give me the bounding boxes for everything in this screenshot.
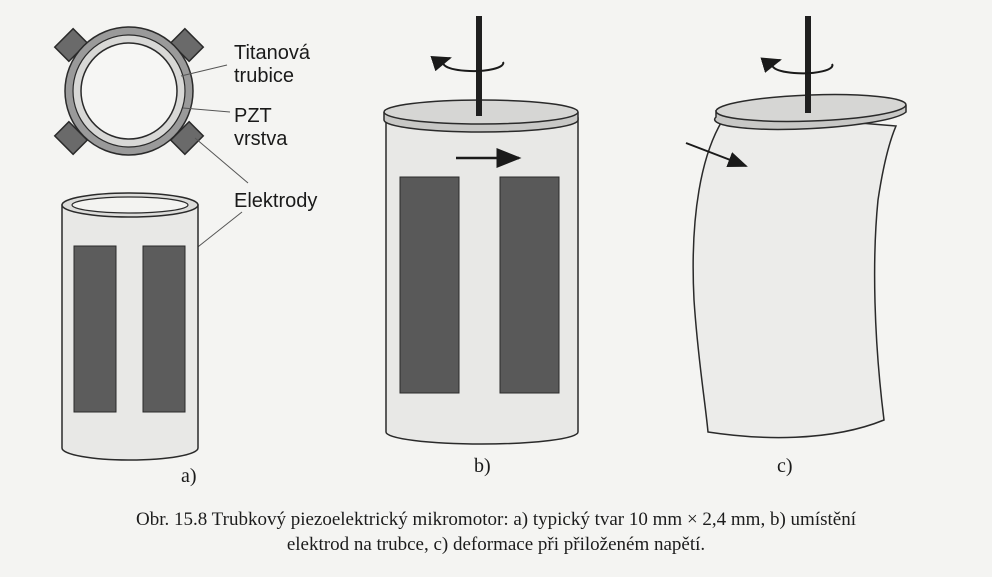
panel-label-c: c) [777, 455, 793, 477]
tube-deformed [692, 111, 898, 439]
electrode-large-right [499, 176, 560, 394]
tube-small [61, 192, 199, 461]
label-electrodes: Elektrody [234, 190, 317, 212]
label-titanium-tube-line1: Titanová [234, 42, 311, 64]
panel-label-b: b) [474, 455, 491, 477]
label-titanium-tube-line2: trubice [234, 65, 294, 87]
tube-top-view [53, 26, 205, 156]
figure-caption: Obr. 15.8 Trubkový piezoelektrický mikro… [0, 507, 992, 557]
tube-large [385, 117, 579, 445]
caption-line-1: Obr. 15.8 Trubkový piezoelektrický mikro… [136, 509, 856, 530]
label-pzt-layer-line1: PZT [234, 105, 272, 127]
electrode-small-right [142, 245, 186, 413]
rotation-arrow-c [760, 57, 834, 75]
electrode-large-left [399, 176, 460, 394]
caption-line-2: elektrod na trubce, c) deformace při při… [286, 534, 706, 555]
motion-arrow-c [685, 142, 748, 168]
panel-label-a: a) [181, 465, 197, 487]
electrode-small-left [73, 245, 117, 413]
tube-bore [80, 42, 178, 140]
label-leaders [180, 64, 249, 251]
label-pzt-layer-line2: vrstva [234, 128, 288, 150]
rotation-arrow-b [430, 56, 505, 73]
